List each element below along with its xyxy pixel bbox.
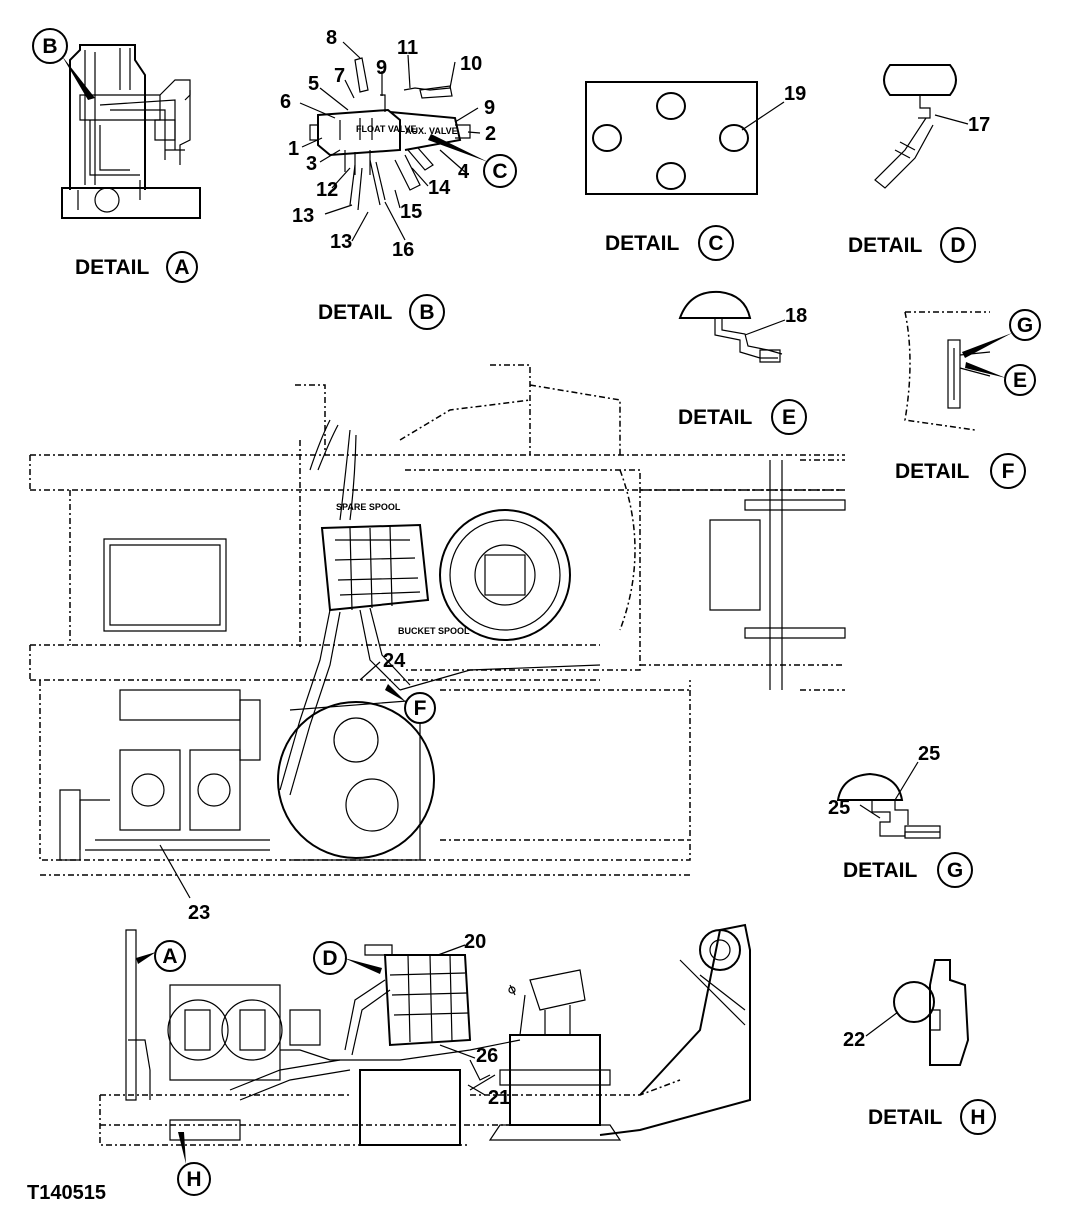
- callout-g-circle: [1009, 309, 1041, 341]
- svg-text:10: 10: [460, 53, 482, 75]
- part-26-label: 26: [476, 1045, 498, 1067]
- svg-text:E: E: [782, 406, 796, 429]
- detail-h-drawing: [865, 959, 970, 1066]
- callout-d-arrow: [344, 958, 382, 974]
- detail-c-plate: [585, 81, 785, 195]
- svg-text:4: 4: [458, 161, 470, 183]
- callout-e-arrow: [965, 362, 1006, 378]
- part-25a-label: 25: [918, 743, 940, 765]
- callout-a-circle: [154, 940, 186, 972]
- bucket-spool-text: BUCKET SPOOL: [398, 626, 470, 636]
- spare-spool-text: SPARE SPOOL: [336, 502, 401, 512]
- svg-text:A: A: [174, 256, 189, 279]
- svg-text:DETAIL: DETAIL: [868, 1106, 942, 1129]
- svg-text:7: 7: [334, 65, 345, 87]
- lower-frame-drawing: [99, 923, 751, 1146]
- part-20-label: 20: [464, 931, 486, 953]
- detail-g-drawing: [836, 761, 941, 839]
- svg-text:9: 9: [376, 57, 387, 79]
- callout-b-arrow: [62, 56, 95, 100]
- svg-text:9: 9: [484, 97, 495, 119]
- detail-f-caption: DETAIL F: [895, 453, 1026, 489]
- svg-text:DETAIL: DETAIL: [678, 406, 752, 429]
- svg-text:DETAIL: DETAIL: [318, 301, 392, 324]
- callout-c-circle: [483, 154, 517, 188]
- detail-b-leaders: [299, 41, 481, 242]
- callout-h-arrow: [178, 1132, 186, 1164]
- svg-text:DETAIL: DETAIL: [75, 256, 149, 279]
- detail-e-drawing: [678, 290, 786, 363]
- callout-g-arrow: [962, 333, 1012, 358]
- svg-text:C: C: [708, 232, 723, 255]
- callout-g-label: G: [1017, 314, 1033, 337]
- detail-h-caption: DETAIL H: [868, 1099, 996, 1135]
- part-23-label: 23: [188, 902, 210, 924]
- part-25b-label: 25: [828, 797, 850, 819]
- svg-text:14: 14: [428, 177, 451, 199]
- float-valve-text: FLOAT VALVE: [356, 124, 417, 134]
- svg-text:D: D: [950, 234, 965, 257]
- callout-e-label: E: [1013, 369, 1027, 392]
- detail-d-caption: DETAIL D: [848, 227, 976, 263]
- callout-f-label: F: [414, 697, 427, 720]
- main-frame-drawing: [29, 364, 846, 876]
- svg-text:B: B: [419, 301, 434, 324]
- svg-text:G: G: [947, 859, 963, 882]
- detail-d-drawing: [874, 64, 969, 189]
- callout-f-arrow: [385, 684, 406, 702]
- callout-h-label: H: [186, 1168, 201, 1191]
- callout-f-circle: [404, 692, 436, 724]
- part-19-label: 19: [784, 83, 806, 105]
- callout-b-label: B: [42, 35, 57, 58]
- detail-b-part-numbers: 8 5 7 6 9 11 10 9 2 1 3 4 12 14 13 15 13…: [280, 27, 496, 261]
- svg-text:3: 3: [306, 153, 317, 175]
- main-frame-leaders: [159, 661, 381, 899]
- svg-text:DETAIL: DETAIL: [848, 234, 922, 257]
- svg-text:H: H: [970, 1106, 985, 1129]
- aux-valve-text: AUX. VALVE: [405, 126, 458, 136]
- callout-c-label: C: [492, 160, 507, 183]
- callout-a-label: A: [162, 945, 177, 968]
- figure-id: T140515: [27, 1182, 106, 1204]
- callout-e-circle: [1004, 364, 1036, 396]
- svg-text:2: 2: [485, 123, 496, 145]
- svg-text:DETAIL: DETAIL: [605, 232, 679, 255]
- svg-text:8: 8: [326, 27, 337, 49]
- part-18-label: 18: [785, 305, 807, 327]
- svg-text:16: 16: [392, 239, 414, 261]
- detail-c-caption: DETAIL C: [605, 225, 734, 261]
- detail-e-caption: DETAIL E: [678, 399, 807, 435]
- svg-text:1: 1: [288, 138, 299, 160]
- svg-text:11: 11: [397, 37, 418, 59]
- svg-text:DETAIL: DETAIL: [843, 859, 917, 882]
- callout-d-circle: [313, 941, 347, 975]
- svg-text:DETAIL: DETAIL: [895, 460, 969, 483]
- svg-text:13: 13: [330, 231, 352, 253]
- detail-b-caption: DETAIL B: [318, 294, 445, 330]
- part-22-label: 22: [843, 1029, 865, 1051]
- svg-text:15: 15: [400, 201, 422, 223]
- detail-g-caption: DETAIL G: [843, 852, 973, 888]
- callout-b-circle: [32, 28, 68, 64]
- detail-a-drawing: [61, 44, 201, 219]
- svg-text:F: F: [1002, 460, 1015, 483]
- callout-h-circle: [177, 1162, 211, 1196]
- callout-c-arrow: [428, 134, 488, 162]
- svg-text:13: 13: [292, 205, 314, 227]
- svg-text:5: 5: [308, 73, 319, 95]
- svg-text:12: 12: [316, 179, 338, 201]
- svg-text:6: 6: [280, 91, 291, 113]
- part-17-label: 17: [968, 114, 990, 136]
- lower-leaders: [437, 944, 486, 1096]
- callout-d-label: D: [322, 947, 337, 970]
- part-24-label: 24: [383, 650, 406, 672]
- callout-a-arrow: [136, 952, 156, 964]
- part-21-label: 21: [488, 1087, 510, 1109]
- detail-f-drawing: [904, 311, 991, 431]
- detail-a-caption: DETAIL A: [75, 251, 198, 283]
